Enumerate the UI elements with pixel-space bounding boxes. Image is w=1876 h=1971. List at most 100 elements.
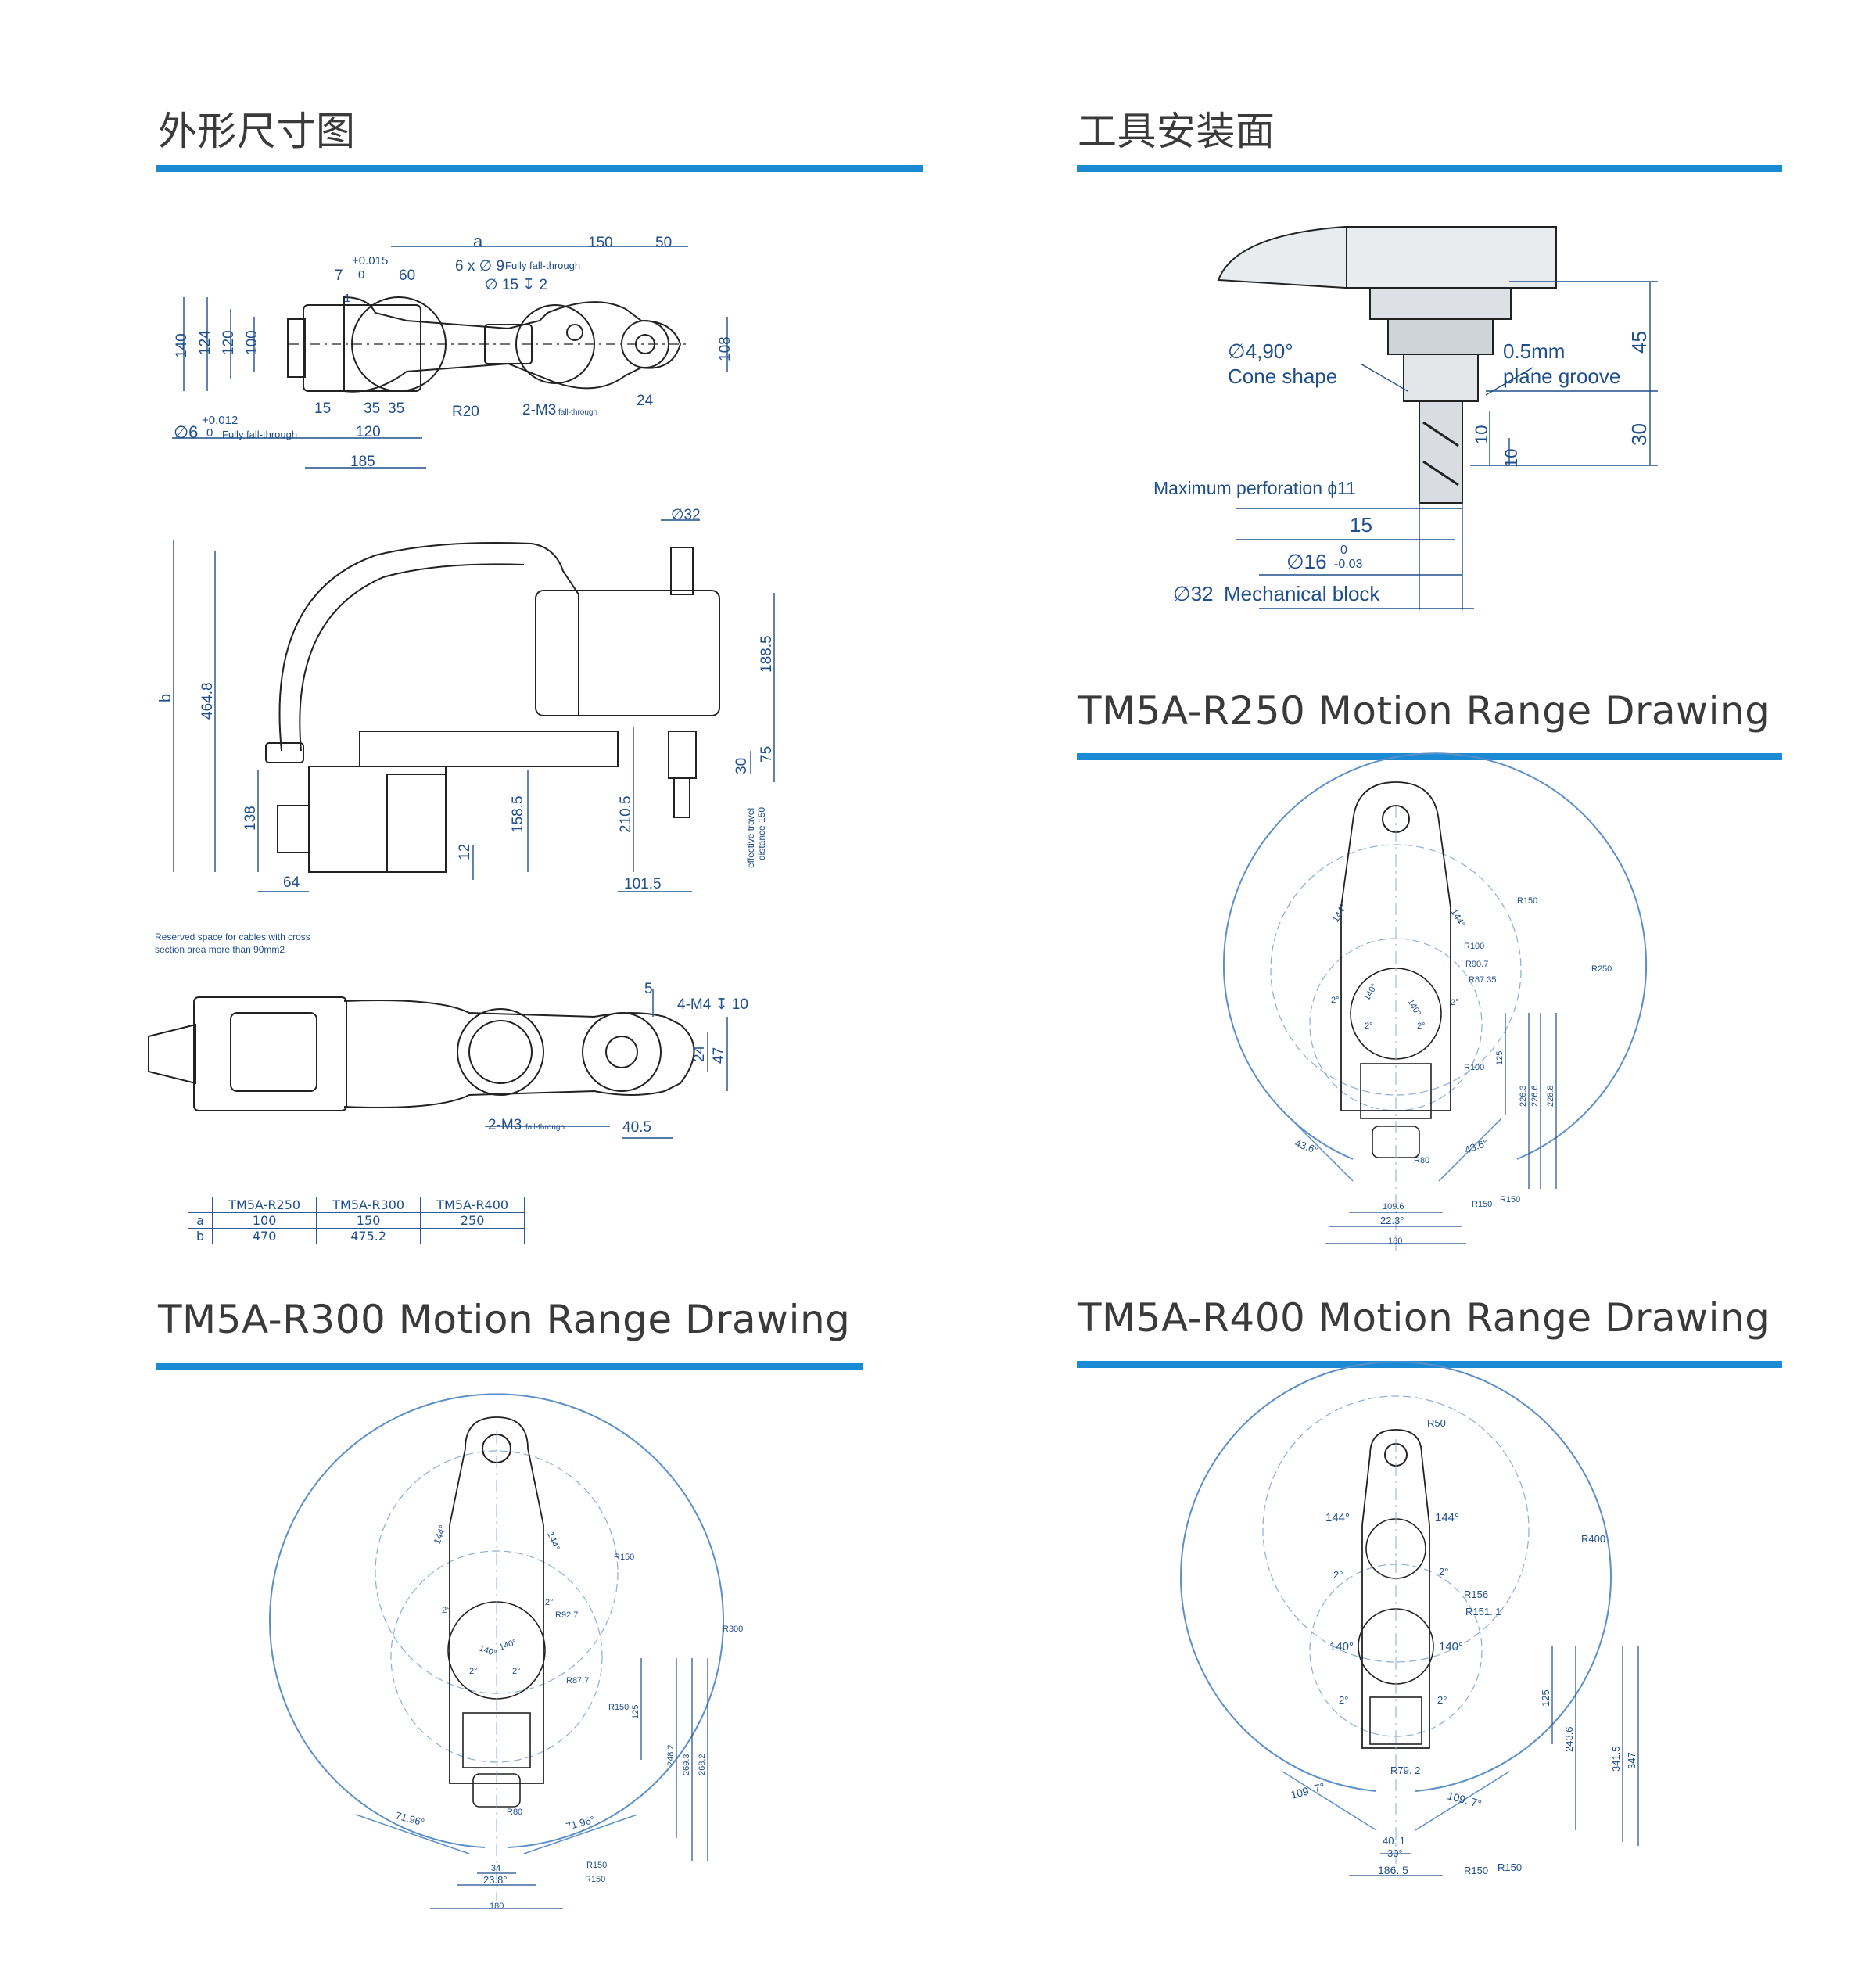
svg-text:71.96°: 71.96° — [565, 1814, 596, 1833]
svg-text:226.6: 226.6 — [1530, 1085, 1540, 1107]
svg-text:R80: R80 — [1414, 1156, 1429, 1165]
svg-text:124: 124 — [197, 330, 213, 355]
svg-text:2°: 2° — [1437, 1694, 1447, 1706]
table-header-row: TM5A-R250 TM5A-R300 TM5A-R400 — [187, 1197, 525, 1213]
svg-text:2-M3: 2-M3 — [522, 402, 556, 418]
svg-text:15: 15 — [314, 400, 331, 417]
table-header-cell: TM5A-R300 — [316, 1197, 421, 1213]
svg-text:2°: 2° — [1331, 996, 1340, 1005]
svg-text:30: 30 — [734, 758, 750, 774]
svg-text:2°: 2° — [1333, 1569, 1343, 1581]
svg-text:40. 1: 40. 1 — [1383, 1835, 1405, 1847]
svg-text:12: 12 — [457, 844, 473, 860]
svg-text:R87.35: R87.35 — [1469, 975, 1496, 985]
svg-text:∅32: ∅32 — [1173, 582, 1214, 605]
svg-text:R87.7: R87.7 — [566, 1676, 589, 1686]
r400-range-labels: R50 R400 144° 144° 2° 2° R156 R151. 1 14… — [1290, 1417, 1637, 1876]
svg-text:125: 125 — [1540, 1689, 1551, 1707]
svg-text:6 x ∅ 9: 6 x ∅ 9 — [455, 258, 504, 275]
svg-text:∅4,90°: ∅4,90° — [1228, 339, 1293, 363]
svg-text:plane groove: plane groove — [1503, 364, 1620, 388]
svg-text:R79. 2: R79. 2 — [1390, 1765, 1420, 1776]
svg-text:R150: R150 — [586, 1861, 607, 1870]
outline-side-dims — [173, 519, 775, 892]
svg-text:1: 1 — [344, 292, 350, 305]
outline-bottom-labels: 5 4-M4 ↧ 10 24 47 2-M3 fall-through 40.5 — [488, 981, 748, 1136]
svg-text:140°: 140° — [1362, 982, 1379, 1003]
svg-text:fall-through: fall-through — [525, 1123, 565, 1132]
svg-text:R150: R150 — [614, 1553, 634, 1562]
svg-text:120: 120 — [356, 424, 381, 440]
svg-text:341.5: 341.5 — [1610, 1746, 1622, 1772]
svg-text:R80: R80 — [507, 1808, 522, 1817]
svg-text:∅16: ∅16 — [1286, 550, 1327, 573]
svg-text:R20: R20 — [452, 404, 479, 420]
svg-text:effective travel: effective travel — [745, 808, 756, 868]
section-title-outline: 外形尺寸图 — [158, 109, 356, 154]
svg-text:22.3°: 22.3° — [1380, 1215, 1404, 1226]
svg-text:10: 10 — [1501, 449, 1521, 468]
svg-text:269.3: 269.3 — [682, 1754, 691, 1775]
table-row: a 100 150 250 — [187, 1212, 525, 1229]
svg-text:140°: 140° — [498, 1638, 518, 1653]
svg-text:108: 108 — [717, 336, 734, 361]
svg-text:2°: 2° — [469, 1667, 478, 1676]
svg-text:140°: 140° — [1439, 1640, 1463, 1653]
outline-bottom-view — [148, 996, 695, 1111]
svg-text:0: 0 — [1340, 544, 1347, 557]
svg-text:140°: 140° — [1329, 1640, 1354, 1653]
svg-text:Maximum perforation ɸ11: Maximum perforation ɸ11 — [1153, 478, 1356, 498]
svg-text:140°: 140° — [478, 1644, 497, 1659]
svg-text:101.5: 101.5 — [624, 876, 662, 892]
svg-text:186. 5: 186. 5 — [1378, 1864, 1408, 1876]
svg-text:R90.7: R90.7 — [1465, 960, 1488, 969]
svg-text:347: 347 — [1626, 1752, 1637, 1769]
svg-text:47: 47 — [711, 1047, 727, 1064]
outline-top-view — [287, 296, 688, 393]
svg-text:+0.012: +0.012 — [202, 414, 238, 427]
svg-text:125: 125 — [631, 1705, 640, 1719]
svg-text:23.8°: 23.8° — [483, 1874, 508, 1886]
model-dimension-table: TM5A-R250 TM5A-R300 TM5A-R400 a 100 150 … — [187, 1197, 525, 1244]
svg-text:138: 138 — [242, 806, 259, 831]
svg-text:30°: 30° — [1387, 1847, 1403, 1859]
table-cell: 475.2 — [316, 1228, 421, 1244]
section-rule-r300 — [156, 1363, 863, 1370]
svg-text:226.3: 226.3 — [1519, 1085, 1528, 1107]
svg-text:150: 150 — [588, 235, 613, 251]
svg-text:∅32: ∅32 — [671, 507, 701, 523]
svg-text:144°: 144° — [1325, 1511, 1350, 1524]
svg-text:24: 24 — [637, 393, 654, 409]
svg-text:10: 10 — [1472, 425, 1491, 444]
table-cell — [420, 1228, 525, 1244]
svg-text:40.5: 40.5 — [622, 1119, 651, 1136]
svg-text:109.6: 109.6 — [1383, 1202, 1404, 1212]
svg-text:R250: R250 — [1591, 964, 1612, 974]
r300-range-labels: 144° 144° R150 R300 2° 2° R92.7 140° 140… — [394, 1524, 743, 1911]
svg-text:0: 0 — [358, 268, 364, 282]
table-cell: 150 — [316, 1212, 421, 1229]
svg-text:-0.03: -0.03 — [1334, 558, 1363, 571]
svg-text:R100: R100 — [1464, 942, 1484, 951]
svg-text:Fully fall-through: Fully fall-through — [222, 429, 297, 440]
svg-text:60: 60 — [399, 267, 415, 284]
table-row: b 470 475.2 — [187, 1228, 525, 1244]
svg-text:268.2: 268.2 — [698, 1754, 707, 1775]
svg-text:464.8: 464.8 — [199, 682, 216, 720]
svg-text:b: b — [157, 694, 174, 702]
svg-text:158.5: 158.5 — [510, 795, 526, 833]
section-title-r250: TM5A-R250 Motion Range Drawing — [1078, 688, 1770, 734]
svg-text:144°: 144° — [545, 1530, 562, 1552]
table-header-cell: TM5A-R400 — [420, 1197, 525, 1213]
svg-text:2-M3: 2-M3 — [488, 1117, 522, 1133]
svg-text:109. 7°: 109. 7° — [1290, 1780, 1326, 1801]
svg-text:7: 7 — [335, 267, 343, 284]
svg-text:0.5mm: 0.5mm — [1503, 339, 1565, 363]
svg-text:Reserved space for cables with: Reserved space for cables with cross — [155, 932, 310, 942]
svg-text:45: 45 — [1627, 331, 1651, 354]
svg-text:43.6°: 43.6° — [1463, 1136, 1490, 1156]
table-cell: 470 — [212, 1228, 317, 1244]
svg-text:185: 185 — [350, 454, 375, 470]
svg-text:a: a — [473, 232, 483, 251]
